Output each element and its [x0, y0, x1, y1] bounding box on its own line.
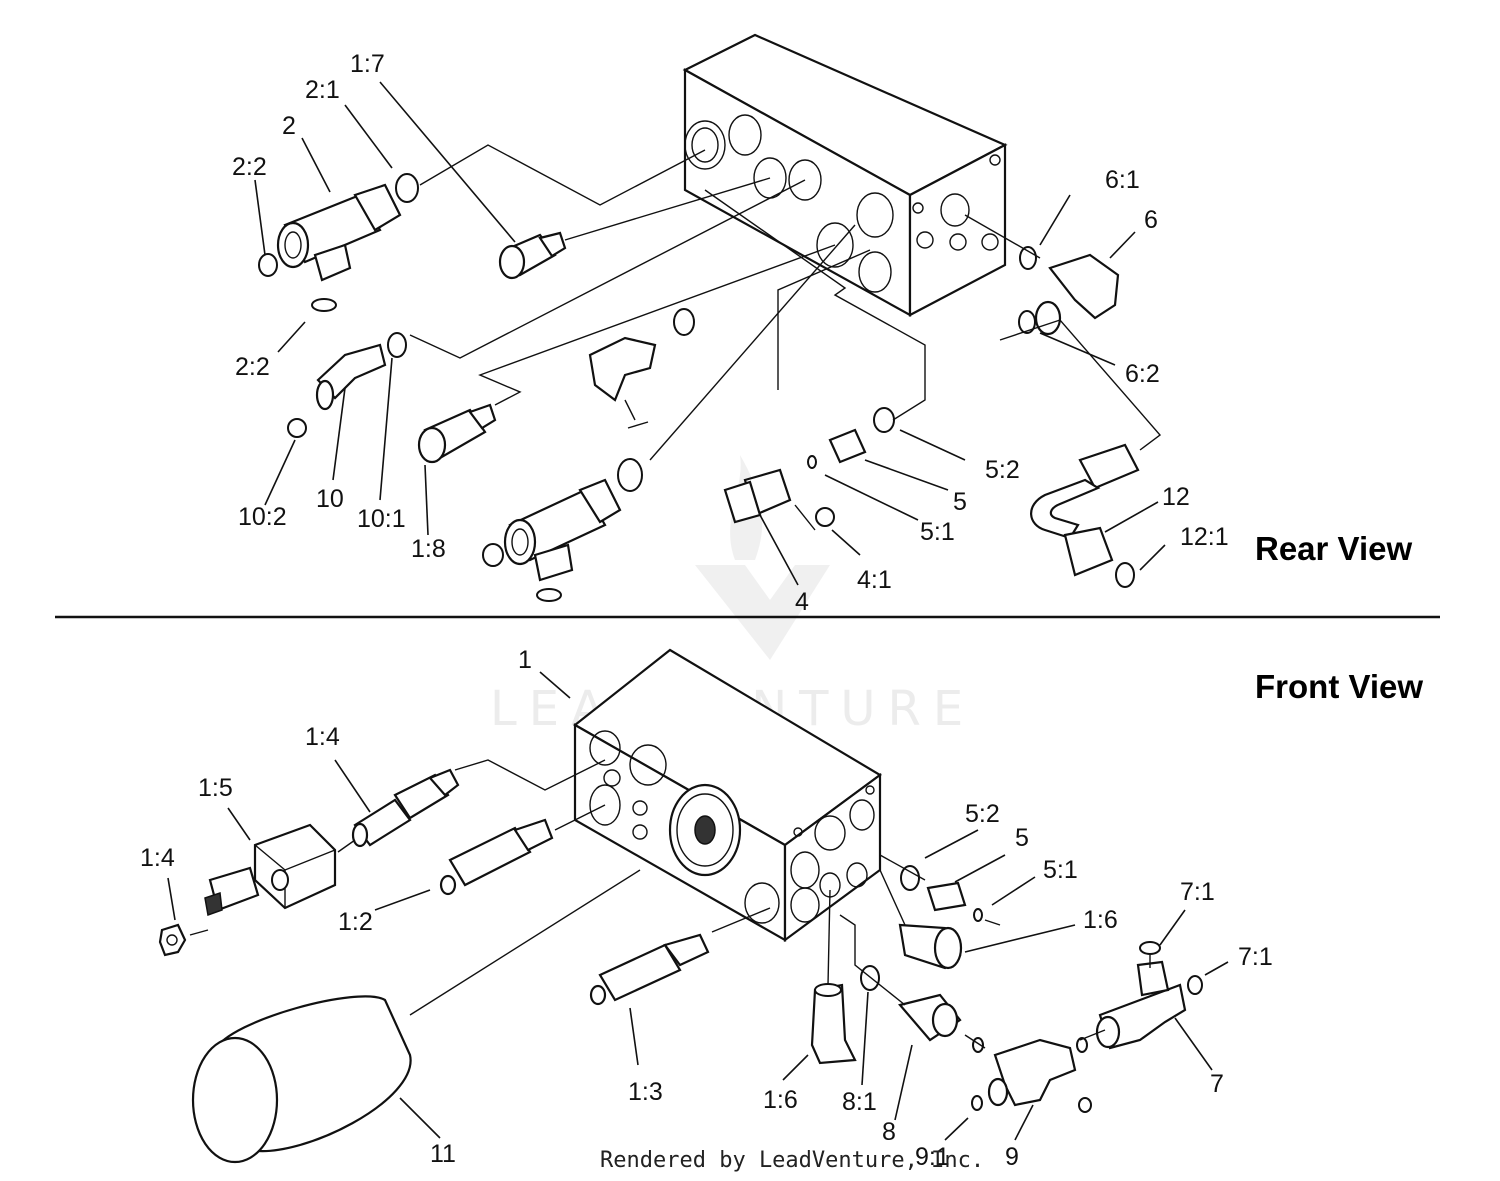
- rear-part-4-5-fittings: [723, 407, 895, 527]
- callout-2-2-lower: 2:2: [235, 353, 270, 381]
- callout-8-1: 8:1: [842, 1088, 877, 1116]
- callout-1-6-right: 1:6: [1083, 906, 1118, 934]
- front-part-5-fitting: [900, 865, 983, 922]
- rear-part-12-tube: [1030, 443, 1140, 588]
- callout-1-5: 1:5: [198, 774, 233, 802]
- callout-1-8: 1:8: [411, 535, 446, 563]
- callout-5-front: 5: [1015, 824, 1029, 852]
- front-manifold-block: [573, 648, 882, 943]
- callout-7-1-upper: 7:1: [1180, 878, 1215, 906]
- rear-part-elbow-fitting: [588, 308, 695, 429]
- rear-manifold-block: [682, 33, 1008, 317]
- callout-5-2: 5:2: [985, 456, 1020, 484]
- callout-5-2-front: 5:2: [965, 800, 1000, 828]
- front-guide-lines: [189, 759, 1151, 1049]
- callout-10-2: 10:2: [238, 503, 287, 531]
- watermark-logo-icon: [695, 565, 830, 660]
- callout-6: 6: [1144, 206, 1158, 234]
- rear-view-title: Rear View: [1255, 530, 1412, 567]
- front-part-1-5-coil: [204, 823, 337, 917]
- callout-12-1: 12:1: [1180, 523, 1229, 551]
- front-part-9-cross: [971, 1037, 1092, 1113]
- front-view-title: Front View: [1255, 668, 1423, 705]
- callout-2-1: 2:1: [305, 76, 340, 104]
- callout-10: 10: [316, 485, 344, 513]
- front-part-1-6-vertical: [810, 983, 857, 1065]
- callout-1-4-lower: 1:4: [140, 844, 175, 872]
- callout-11: 11: [430, 1140, 456, 1168]
- rear-part-1-8-plug: [417, 403, 497, 464]
- callout-6-1: 6:1: [1105, 166, 1140, 194]
- callout-1-6-lower: 1:6: [763, 1086, 798, 1114]
- callout-1-2: 1:2: [338, 908, 373, 936]
- rear-callout-leaders: [254, 81, 1166, 586]
- front-callouts: 1 1:4 1:5 1:4 1:2 5:2 5 5:1 1:6 7:1 7:1 …: [140, 646, 1273, 1171]
- callout-2-2-upper: 2:2: [232, 153, 267, 181]
- front-part-1-4-cartridge: [351, 768, 460, 848]
- rear-part-6-elbow: [1018, 246, 1120, 336]
- rear-part-10-elbow: [287, 332, 407, 438]
- callout-12: 12: [1162, 483, 1190, 511]
- callout-5-1-front: 5:1: [1043, 856, 1078, 884]
- callout-6-2: 6:2: [1125, 360, 1160, 388]
- callout-5-1: 5:1: [920, 518, 955, 546]
- rear-guide-lines: [409, 144, 1162, 531]
- rear-part-2-tee-fitting: [258, 173, 419, 312]
- front-part-1-4-nut: [158, 923, 187, 957]
- render-credit: Rendered by LeadVenture, Inc.: [600, 1148, 984, 1173]
- callout-9: 9: [1005, 1143, 1019, 1171]
- front-part-8-fitting: [860, 965, 962, 1042]
- callout-1-3: 1:3: [628, 1078, 663, 1106]
- callout-5: 5: [953, 488, 967, 516]
- front-part-7-tee: [1095, 941, 1203, 1050]
- callout-2: 2: [282, 112, 296, 140]
- callout-4: 4: [795, 588, 809, 616]
- callout-4-1: 4:1: [857, 566, 892, 594]
- rear-part-1-7-plug: [498, 231, 567, 280]
- callout-10-1: 10:1: [357, 505, 406, 533]
- front-part-1-3-cartridge: [589, 933, 710, 1006]
- callout-7: 7: [1210, 1070, 1224, 1098]
- rear-view-drawing: [258, 33, 1162, 602]
- rear-part-lower-tee-fitting: [482, 458, 643, 602]
- front-part-11-canister: [191, 869, 641, 1164]
- callout-7-1-lower: 7:1: [1238, 943, 1273, 971]
- front-view-drawing: [158, 648, 1203, 1164]
- front-callout-leaders: [167, 671, 1229, 1141]
- callout-1-4-upper: 1:4: [305, 723, 340, 751]
- rear-callouts: 1:7 2:1 2 2:2 2:2 6:1 6 6:2 10 10:2 10:1…: [232, 50, 1229, 616]
- front-part-1-2-cartridge: [439, 818, 554, 896]
- callout-9-1: 9:1: [915, 1143, 950, 1171]
- callout-1: 1: [518, 646, 532, 674]
- callout-8: 8: [882, 1118, 896, 1146]
- front-part-1-6-plug: [898, 923, 963, 970]
- callout-1-7: 1:7: [350, 50, 385, 78]
